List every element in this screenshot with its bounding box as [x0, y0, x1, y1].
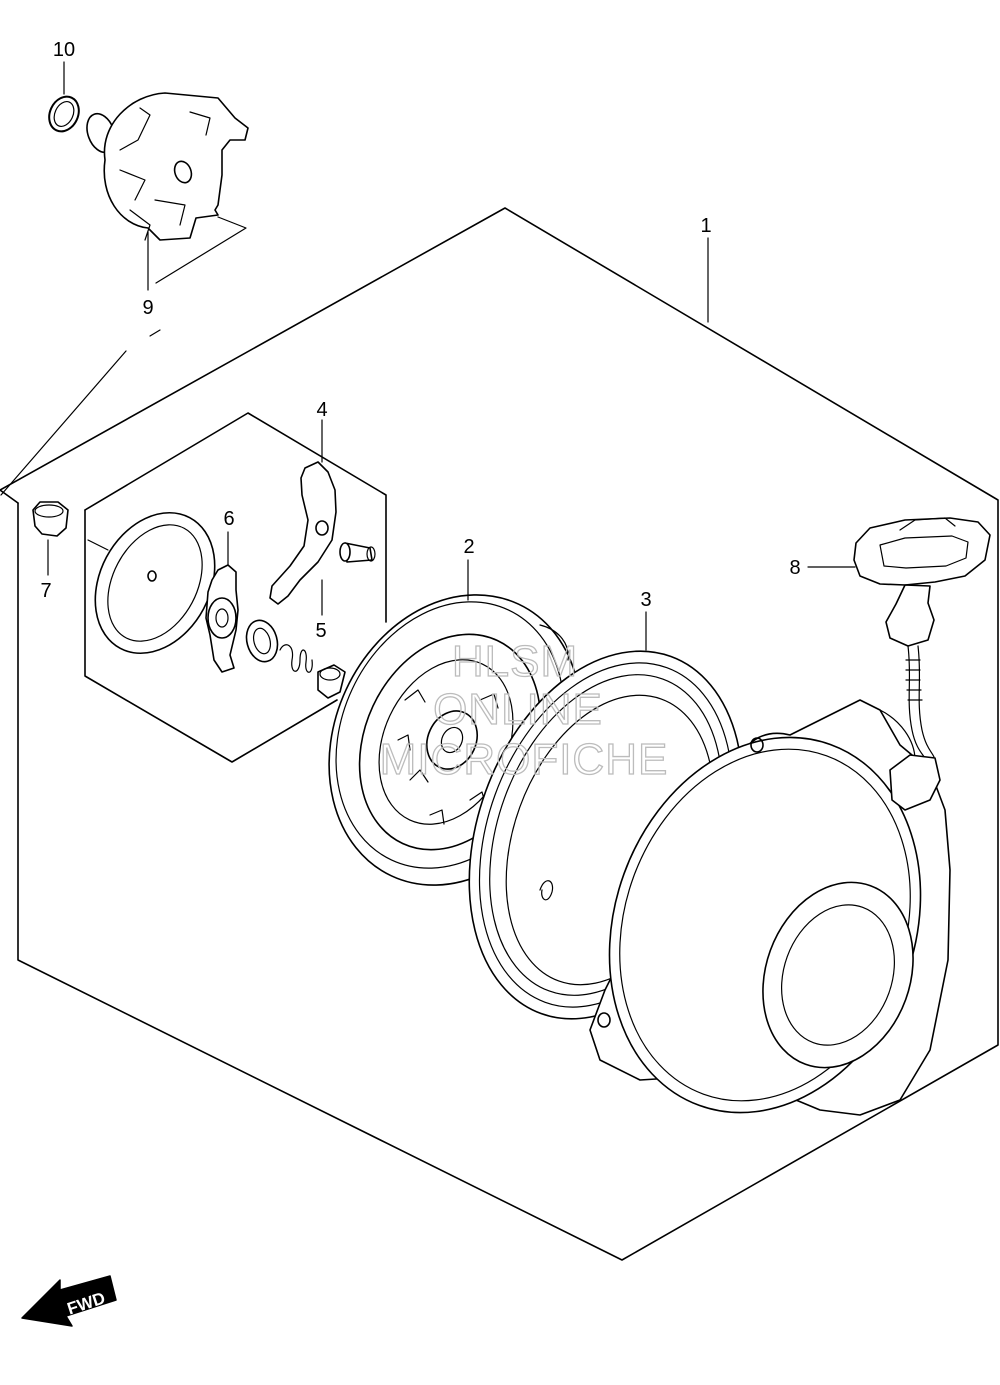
o-ring-part-10 — [48, 95, 80, 133]
callout-3: 3 — [640, 589, 651, 611]
spring-part-5 — [279, 579, 323, 673]
nut-part-7 — [32, 501, 109, 551]
callout-leaders — [47, 61, 229, 576]
callout-8: 8 — [789, 557, 800, 579]
case-housing-part-1 — [589, 237, 951, 1116]
watermark-line-2: ONLINE — [433, 685, 603, 734]
watermark-line-3: MICROFICHE — [380, 735, 669, 784]
guide-part-6 — [205, 564, 239, 673]
part-9-leader — [0, 216, 247, 496]
callout-4: 4 — [316, 399, 327, 421]
collar — [245, 619, 279, 663]
fwd-direction-arrow: FWD — [21, 1275, 117, 1327]
watermark-line-1: HLSM — [452, 637, 578, 686]
callout-5: 5 — [315, 620, 326, 642]
callout-6: 6 — [223, 508, 234, 530]
callout-labels: 1 2 3 4 5 6 7 8 9 10 — [40, 39, 800, 642]
callout-9: 9 — [142, 297, 153, 319]
callout-7: 7 — [40, 580, 51, 602]
starter-handle-part-8 — [807, 517, 991, 811]
starter-cup-part-9 — [86, 92, 249, 241]
subassembly-outline — [84, 412, 387, 763]
callout-10: 10 — [53, 39, 75, 61]
callout-2: 2 — [463, 536, 474, 558]
bushing — [317, 664, 346, 699]
friction-plate — [94, 511, 216, 655]
ratchet-part-4 — [269, 419, 337, 605]
pin — [339, 542, 376, 563]
watermark: HLSM ONLINE MICROFICHE — [379, 636, 669, 784]
callout-1: 1 — [700, 215, 711, 237]
